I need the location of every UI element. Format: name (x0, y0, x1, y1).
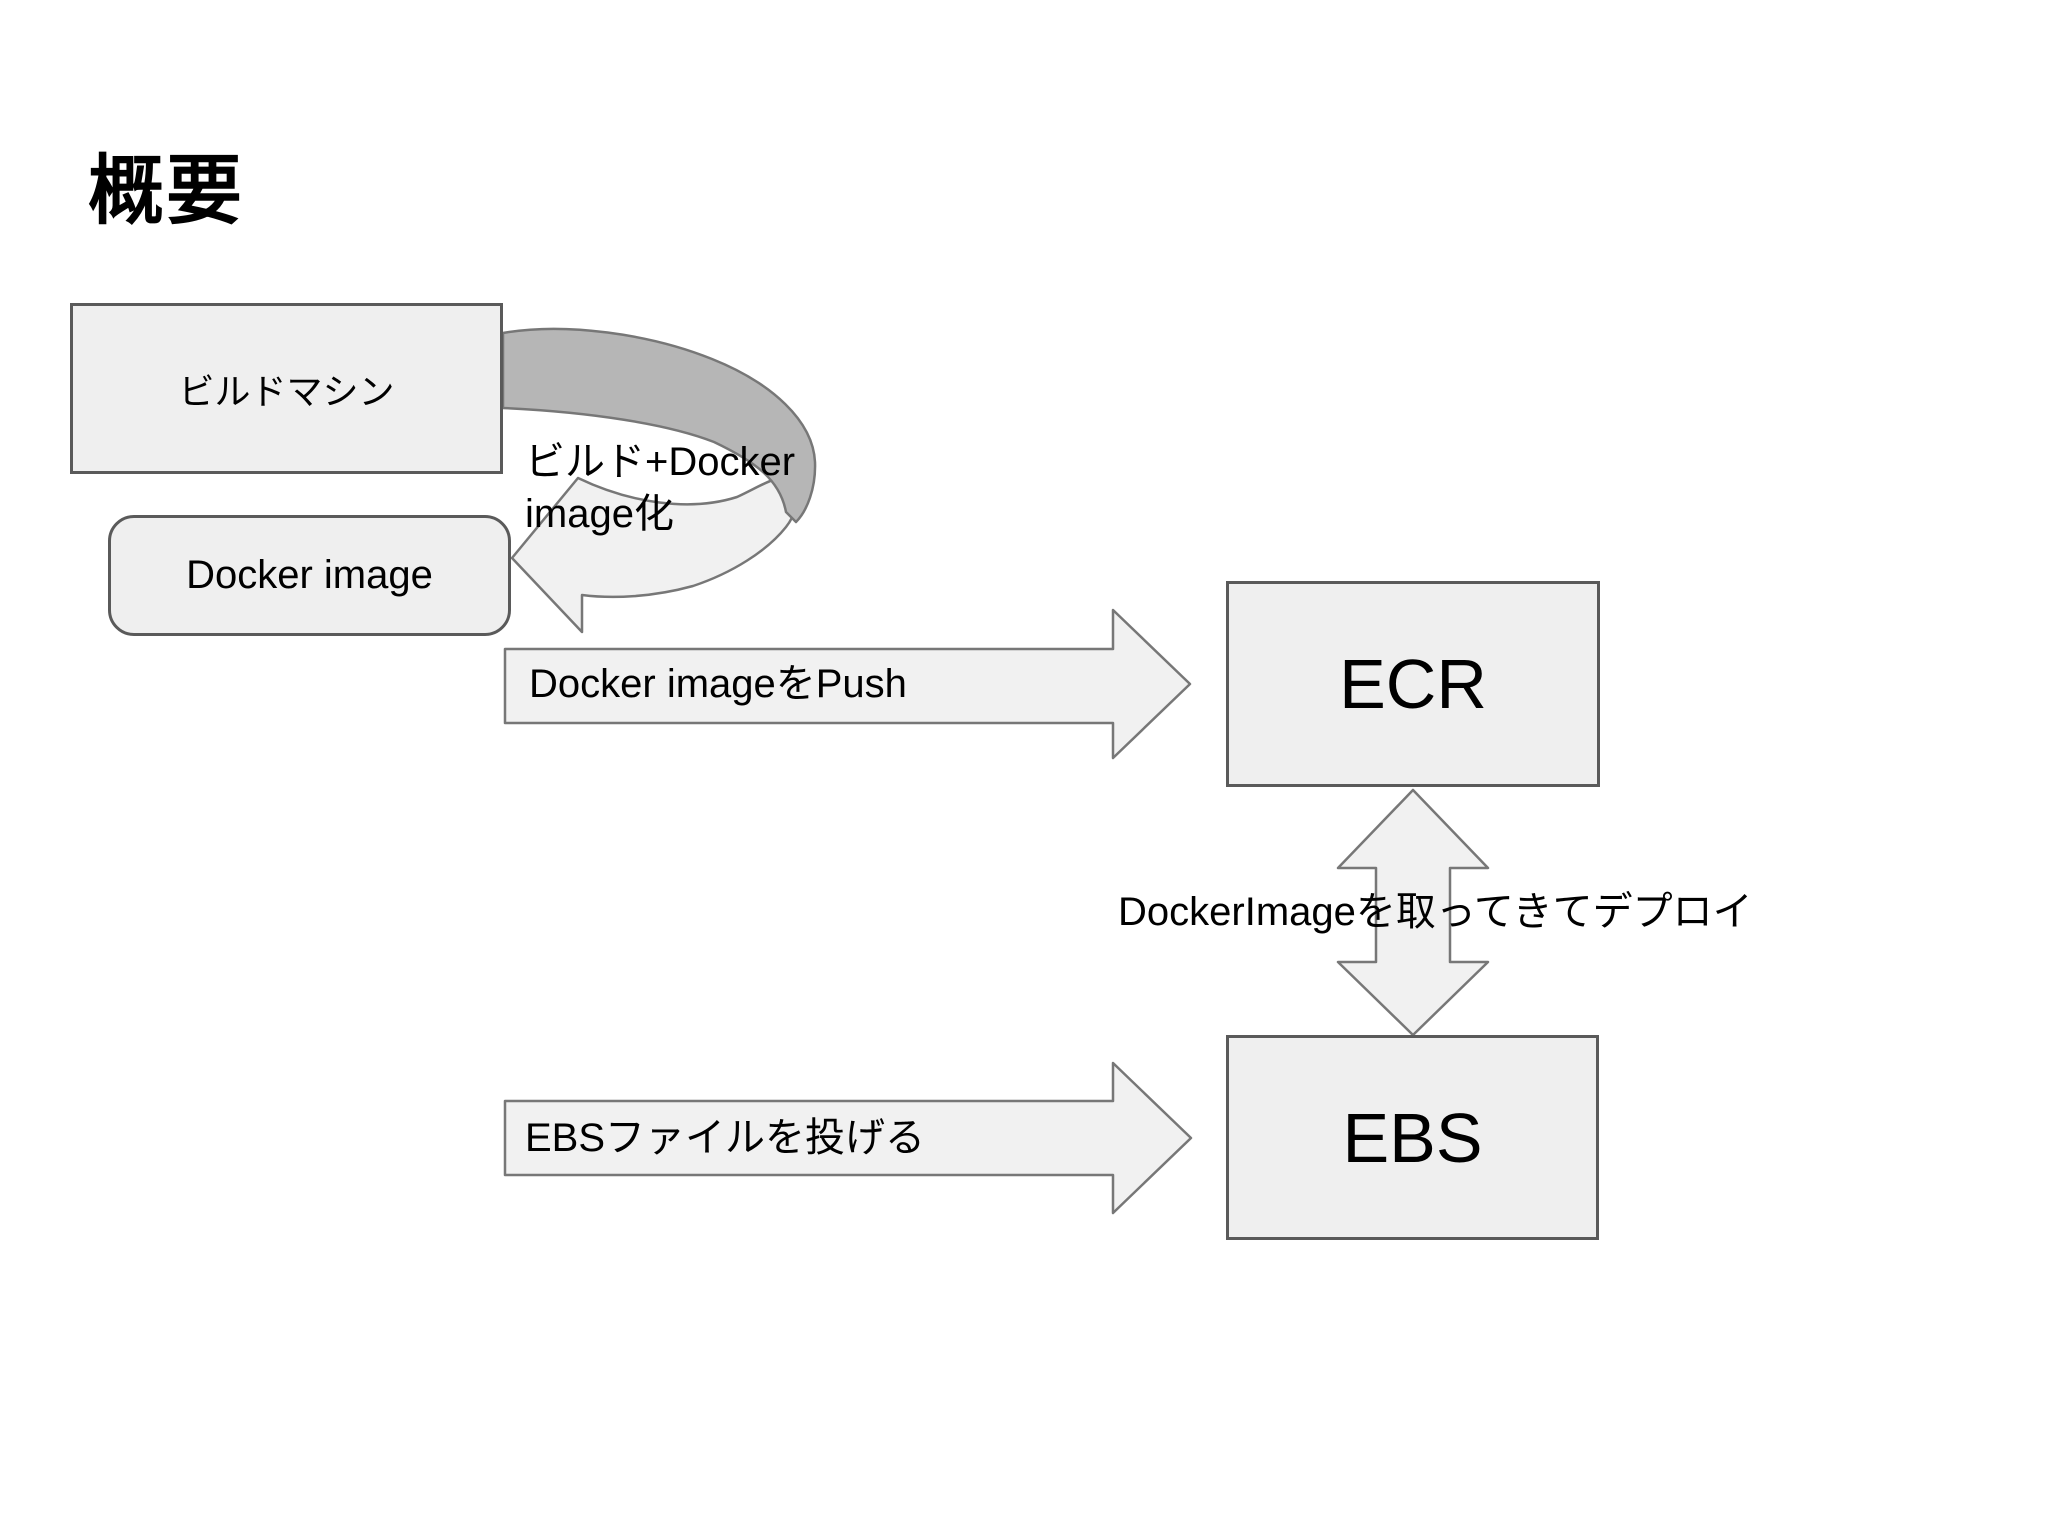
node-build-machine: ビルドマシン (70, 303, 503, 474)
node-ecr-label: ECR (1339, 645, 1487, 723)
ebs-file-arrow (503, 1061, 1193, 1215)
label-ebs-file: EBSファイルを投げる (525, 1116, 926, 1160)
node-ebs-label: EBS (1342, 1098, 1483, 1177)
page-title: 概要 (88, 149, 244, 234)
label-deploy: DockerImageを取ってきてデプロイ (1118, 890, 1753, 934)
node-build-machine-label: ビルドマシン (178, 370, 395, 412)
label-docker-image-push: Docker imageをPush (529, 662, 907, 706)
node-ecr: ECR (1226, 581, 1600, 787)
node-docker-image-label: Docker image (186, 553, 433, 597)
push-arrow (503, 608, 1192, 760)
node-docker-image: Docker image (108, 515, 511, 636)
node-ebs: EBS (1226, 1035, 1599, 1240)
label-build-docker-image: ビルド+Docker image化 (525, 440, 796, 536)
curved-arrow-dark-band (501, 327, 817, 524)
